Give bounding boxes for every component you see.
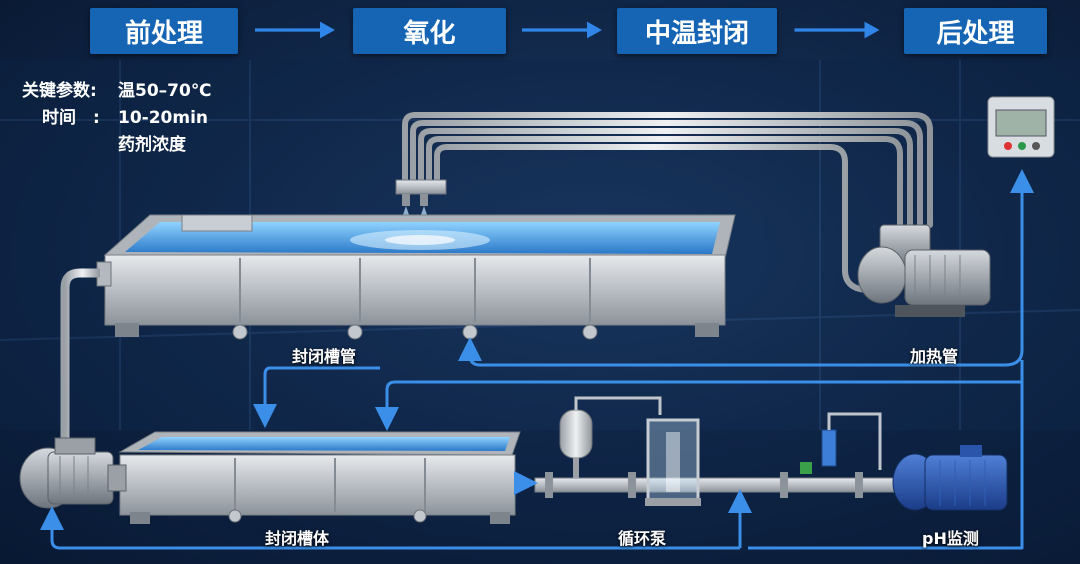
left-riser-pipe: [60, 268, 100, 445]
label-seal-tank-top: 封闭槽管: [292, 347, 357, 366]
arrow-right-icon: [794, 21, 880, 39]
param-concentration: 药剂浓度: [118, 135, 186, 155]
circulation-pipeline: [534, 396, 1008, 511]
param-temperature: 温50–70℃: [118, 81, 212, 101]
param-label: 关键参数:: [22, 81, 97, 101]
label-circulation-pump: 循环泵: [618, 529, 667, 548]
step-oxidation: 氧化: [353, 8, 506, 54]
label-ph-monitor: pH监测: [922, 529, 979, 548]
arrow-right-icon: [255, 21, 335, 39]
key-parameters: 关键参数: 温50–70℃ 时间 : 10-20min 药剂浓度: [22, 78, 211, 159]
step-medium-temp-sealing: 中温封闭: [617, 8, 777, 54]
overhead-pipes: [402, 112, 933, 293]
flow-lines: [40, 169, 1034, 550]
param-label: 时间 :: [42, 108, 100, 128]
step-pretreatment: 前处理: [90, 8, 238, 54]
label-seal-tank-body: 封闭槽体: [265, 529, 330, 548]
step-posttreatment: 后处理: [904, 8, 1047, 54]
label-heater: 加热管: [910, 347, 959, 366]
seal-tank-top-drawing: [96, 214, 736, 340]
controller-drawing: [987, 96, 1055, 158]
bottom-pump-drawing: [19, 437, 127, 509]
arrow-right-icon: [522, 21, 602, 39]
param-time: 10-20min: [118, 108, 209, 128]
seal-tank-body-drawing: [118, 431, 521, 524]
heater-pump-drawing: [857, 224, 991, 317]
